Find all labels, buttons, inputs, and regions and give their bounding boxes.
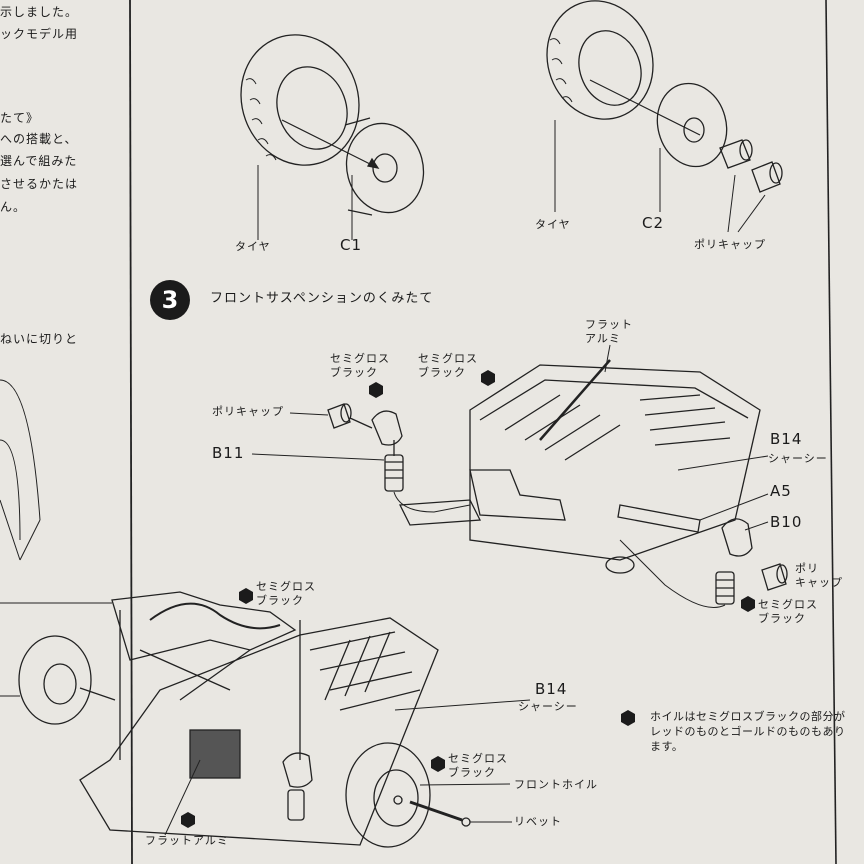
a5-label: A5: [770, 482, 792, 500]
c2-part-code: C2: [642, 214, 665, 232]
b14-lower-label: B14: [535, 680, 568, 698]
polycap-right-label: ポリ キャップ: [795, 562, 843, 590]
rivet-label: リベット: [514, 815, 562, 828]
step-title: フロントサスペンションのくみたて: [210, 291, 434, 306]
chassis-upper-label: シャーシー: [768, 452, 828, 465]
b10-leader: [744, 521, 769, 531]
lower-wheel-right-drawing: [345, 742, 431, 848]
rim-c1-drawing: [344, 117, 425, 216]
polycaps-c2-drawing: [719, 139, 783, 193]
b10-label: B10: [770, 513, 803, 531]
c1-tire-label: タイヤ: [235, 240, 271, 253]
rivet-drawing: [409, 800, 471, 827]
lower-chassis-drawing: [79, 617, 439, 846]
c2-tire-label: タイヤ: [535, 218, 571, 231]
front-wheel-label: フロントホイル: [514, 778, 598, 791]
lower-suspension-drawing: [111, 591, 301, 779]
b14-lower-leader: [394, 699, 531, 711]
left-text-line7: ん。: [0, 200, 27, 214]
upper-knuckle-right-drawing: [715, 518, 753, 605]
semigloss-hex-icon-4: [239, 588, 253, 604]
lower-wheel-left-drawing: [18, 635, 116, 725]
a5-leader: [699, 493, 769, 521]
flat-aluminum-leader: [604, 344, 611, 373]
semigloss-hex-icon-5: [431, 756, 445, 772]
c2-arrow: [589, 79, 701, 136]
semigloss-hex-icon-6: [181, 812, 195, 828]
flat-aluminum-lower-label: フラットアルミ: [145, 834, 229, 847]
semigloss-hex-icon-3: [741, 596, 755, 612]
c1-part-code: C1: [340, 236, 363, 254]
flat-aluminum-lower-leader: [164, 759, 201, 836]
semigloss-hex-icon-2: [481, 370, 495, 386]
b14-upper-leader: [677, 455, 769, 471]
b14-upper-label: B14: [770, 430, 803, 448]
polycap-leader-2: [737, 194, 766, 233]
polycap-left-label: ポリキャップ: [212, 405, 284, 418]
c2-polycap-label: ポリキャップ: [694, 238, 766, 251]
lower-knuckle-drawing: [282, 752, 313, 821]
semigloss-black-label-3: セミグロス ブラック: [758, 598, 818, 626]
upper-polycap-right-drawing: [761, 563, 788, 591]
semigloss-black-label-2: セミグロス ブラック: [418, 352, 478, 380]
tire-c1-drawing: [240, 34, 360, 166]
b11-leader: [251, 453, 385, 461]
left-text-line1: 示しました。: [0, 5, 79, 19]
upper-knuckle-left-drawing: [371, 410, 404, 492]
left-text-line6: させるかたは: [0, 177, 79, 191]
chassis-lower-label: シャーシー: [518, 700, 578, 713]
rim-c2-drawing: [656, 82, 728, 168]
b11-label: B11: [212, 444, 245, 462]
column-divider-left: [129, 0, 133, 864]
flat-aluminum-label: フラット アルミ: [585, 318, 633, 346]
c1-arrowhead: [366, 157, 380, 169]
left-text-line4: への搭載と、: [0, 132, 78, 146]
polycap-leader-1: [727, 174, 736, 233]
step-number-badge: 3: [150, 280, 190, 320]
c1-arrow: [281, 119, 379, 169]
left-text-line8: ねいに切りと: [0, 332, 79, 346]
semigloss-hex-icon-1: [369, 382, 383, 398]
upper-polycap-left-drawing: [327, 403, 373, 429]
polycap-left-leader: [289, 412, 329, 416]
semigloss-black-label-1: セミグロス ブラック: [330, 352, 390, 380]
left-text-line5: 選んで組みた: [0, 154, 78, 168]
left-text-line3: たて》: [0, 111, 40, 125]
upper-chassis-drawing: [398, 359, 761, 574]
wheel-color-note-text: ホイルはセミグロスブラックの部分がレッドのものとゴールドのものもあります。: [650, 710, 846, 753]
wheel-color-note: ホイルはセミグロスブラックの部分がレッドのものとゴールドのものもあります。: [621, 710, 850, 755]
left-text-line2: ックモデル用: [0, 27, 79, 41]
tire-c2-drawing: [546, 0, 654, 120]
semigloss-black-label-mid: セミグロス ブラック: [448, 752, 508, 780]
column-divider-right: [825, 0, 837, 864]
front-wheel-leader: [419, 783, 511, 786]
semigloss-black-label-top: セミグロス ブラック: [256, 580, 316, 608]
left-edge-partial-drawing: [0, 379, 41, 561]
note-hex-icon: [621, 710, 635, 726]
